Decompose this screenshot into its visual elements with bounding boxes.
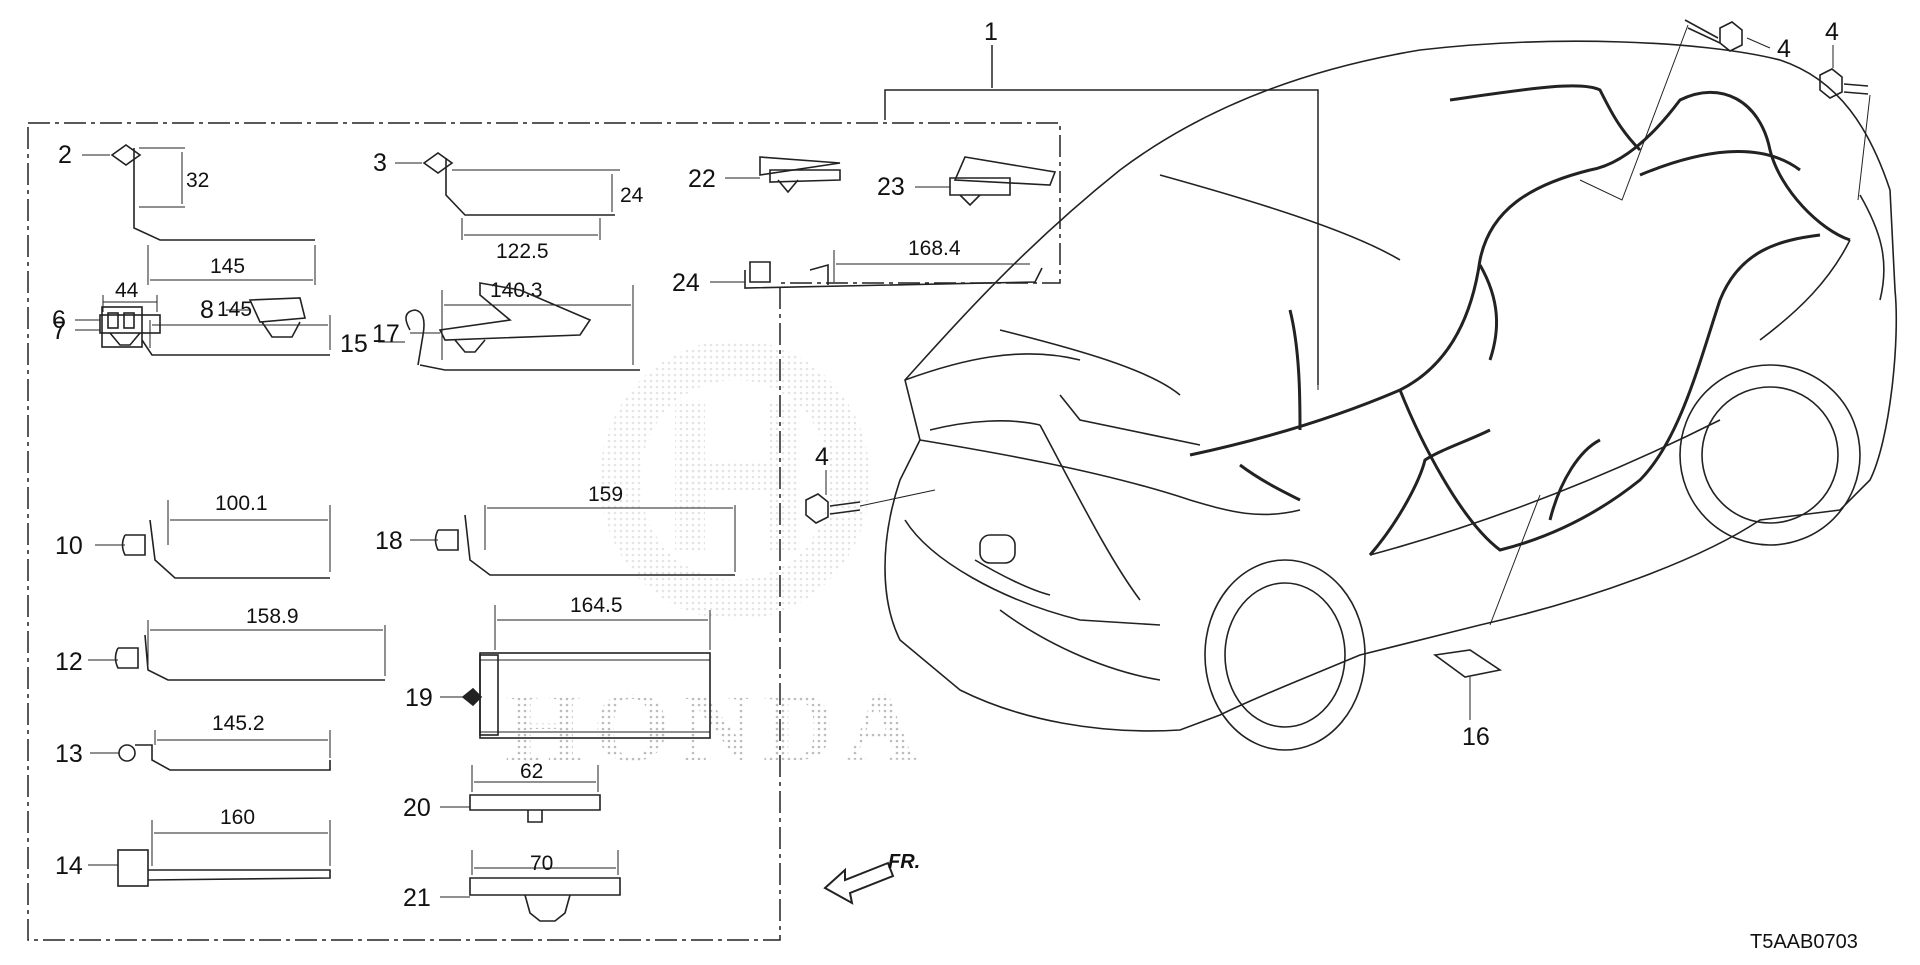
part-12-clip [88,620,386,681]
dimension-13: 145.2 [212,712,265,735]
part-22-holder [725,156,841,194]
callout-4-top-right: 4 [1825,18,1839,46]
callout-2: 2 [58,141,72,169]
part-2-clip [82,144,316,285]
part-21-clip [440,850,621,922]
part-19-tie [440,605,711,739]
dimension-2-height: 32 [186,169,209,192]
part-6-clip [75,295,161,346]
bolt-icon [1819,45,1869,99]
dimension-10: 100.1 [215,492,268,515]
part-7-clip [75,306,331,356]
part-17-holder [410,282,592,353]
bolt-icon [1684,19,1771,52]
watermark-logo [600,340,870,620]
part-15-clip [378,285,640,371]
callout-4-top-left: 4 [1777,35,1791,63]
dimension-19: 164.5 [570,594,623,617]
callout-18: 18 [375,527,403,555]
dimension-15: 140.3 [490,279,543,302]
part-16-pad [1432,494,1541,720]
callout-22: 22 [688,165,716,193]
callout-15: 15 [340,330,368,358]
kit-frame [27,122,1061,941]
callout-3: 3 [373,149,387,177]
leader-lines [1579,24,1871,201]
front-arrow-icon [823,861,895,905]
dimension-12: 158.9 [246,605,299,628]
callout-14: 14 [55,852,83,880]
part-8-clip [226,297,307,338]
dimension-14: 160 [220,806,255,829]
dimension-3-height: 24 [620,184,644,207]
dimension-18: 159 [588,483,623,506]
dimension-7: 145 [217,298,252,321]
callout-13: 13 [55,740,83,768]
vehicle-outline [884,40,1898,751]
callout-19: 19 [405,684,433,712]
callout-10: 10 [55,532,83,560]
dimension-2-width: 145 [210,255,245,278]
callout-24: 24 [672,269,700,297]
dimension-24: 168.4 [908,237,961,260]
callout-1: 1 [984,18,998,46]
diagram-code: T5AAB0703 [1750,931,1858,953]
callout-1-bracket [884,45,1319,385]
part-24-clip [710,250,1043,289]
callout-8: 8 [200,296,214,324]
callout-23: 23 [877,173,905,201]
dimension-3-width: 122.5 [496,240,549,263]
dimension-20: 62 [520,760,543,783]
callout-4-middle: 4 [815,443,829,471]
callout-6: 6 [52,306,66,334]
watermark-text: HONDA [505,671,927,782]
part-14-clip [88,820,331,887]
callout-16: 16 [1462,723,1490,751]
part-23-holder [915,156,1057,207]
callout-20: 20 [403,794,431,822]
callout-21: 21 [403,884,431,912]
dimension-6: 44 [115,279,139,302]
callout-12: 12 [55,648,83,676]
front-indicator: FR. [888,851,920,873]
part-13-clip [90,730,331,771]
wire-harness [1189,84,1851,556]
bolt-icon [805,470,936,524]
dimension-21: 70 [530,852,553,875]
part-18-clip [410,505,736,576]
part-20-clip [440,765,601,823]
callout-17: 17 [372,320,400,348]
part-10-clip [95,500,331,579]
part-3-clip [395,152,620,240]
callout-7: 7 [52,317,66,345]
